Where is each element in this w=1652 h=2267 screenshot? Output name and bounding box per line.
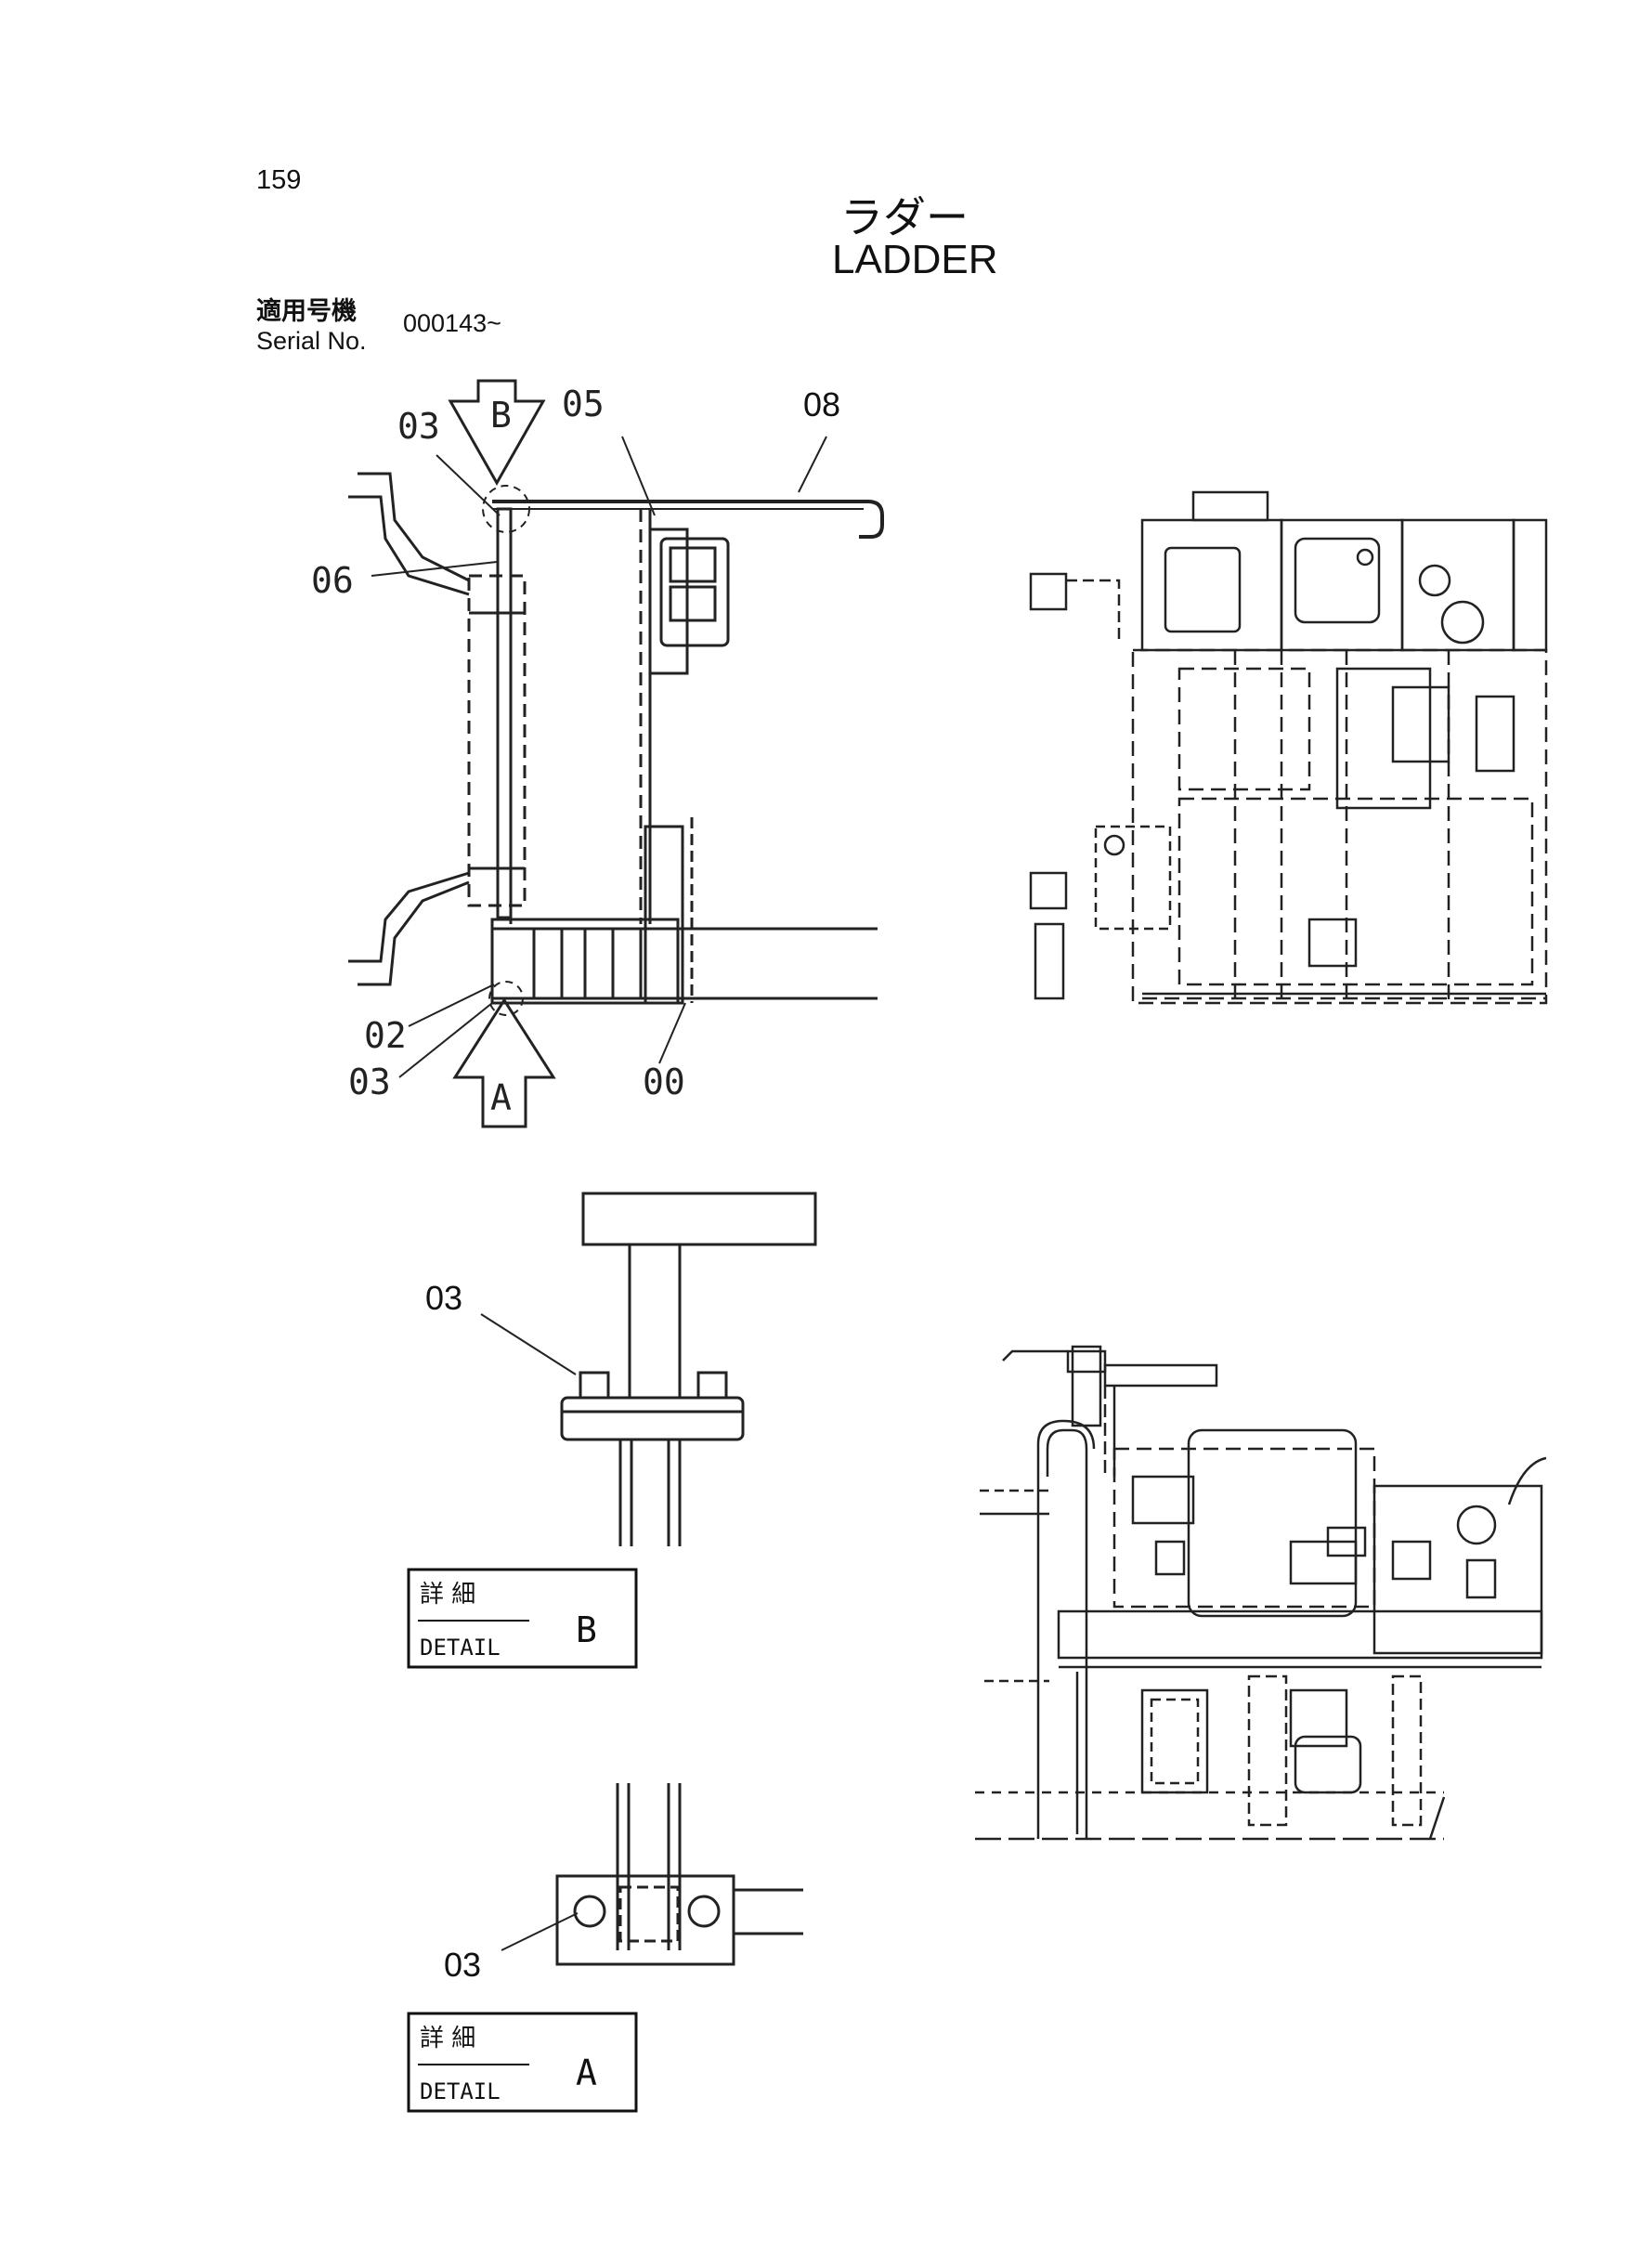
main-ladder-view xyxy=(348,379,884,1128)
detail-b-label-box xyxy=(407,1568,638,1669)
detail-b-letter: B xyxy=(576,1609,597,1650)
top-handrail xyxy=(492,500,884,539)
detail-b-view xyxy=(480,1192,817,1546)
callout-main-03-top: 03 xyxy=(397,406,440,447)
callout-detail-a-03: 03 xyxy=(444,1946,481,1984)
callout-detail-b-03: 03 xyxy=(425,1279,462,1317)
callout-main-08: 08 xyxy=(803,385,840,423)
title-japanese: ラダー xyxy=(840,192,969,242)
detail-a-en-label: DETAIL xyxy=(420,2078,501,2104)
serial-label-japanese: 適用号機 xyxy=(256,297,357,326)
callout-main-00: 00 xyxy=(643,1062,685,1102)
arrow-letter-a: A xyxy=(490,1077,512,1118)
legend-box-top xyxy=(1029,572,1068,611)
detail-a-view xyxy=(501,1783,803,1966)
title-english: LADDER xyxy=(832,237,998,282)
upper-pipe xyxy=(358,472,470,582)
callout-main-06: 06 xyxy=(311,560,354,601)
callout-main-05: 05 xyxy=(562,384,605,424)
detail-a-jp-label: 詳 細 xyxy=(420,2025,475,2052)
detail-b-jp-label: 詳 細 xyxy=(420,1581,475,1609)
legend-box-bottom xyxy=(1029,871,1068,910)
left-post xyxy=(496,507,513,919)
detail-a-letter: A xyxy=(576,2052,597,2093)
serial-number-value: 000143~ xyxy=(403,309,501,337)
control-box xyxy=(648,528,689,675)
left-column xyxy=(467,574,527,907)
step-platform xyxy=(490,918,680,1005)
view-arrow-a xyxy=(452,997,556,1128)
detail-b-en-label: DETAIL xyxy=(420,1635,501,1661)
view-arrow-b xyxy=(448,379,546,487)
callout-main-03-bottom: 03 xyxy=(348,1062,391,1102)
machine-top-view xyxy=(1029,490,1548,1005)
callout-main-02: 02 xyxy=(364,1015,407,1056)
machine-side-view xyxy=(975,1345,1547,1841)
lower-pipe xyxy=(358,880,470,986)
serial-label-english: Serial No. xyxy=(256,327,367,355)
page-number: 159 xyxy=(256,165,302,195)
arrow-letter-b: B xyxy=(490,395,512,436)
detail-a-label-box xyxy=(407,2012,638,2113)
